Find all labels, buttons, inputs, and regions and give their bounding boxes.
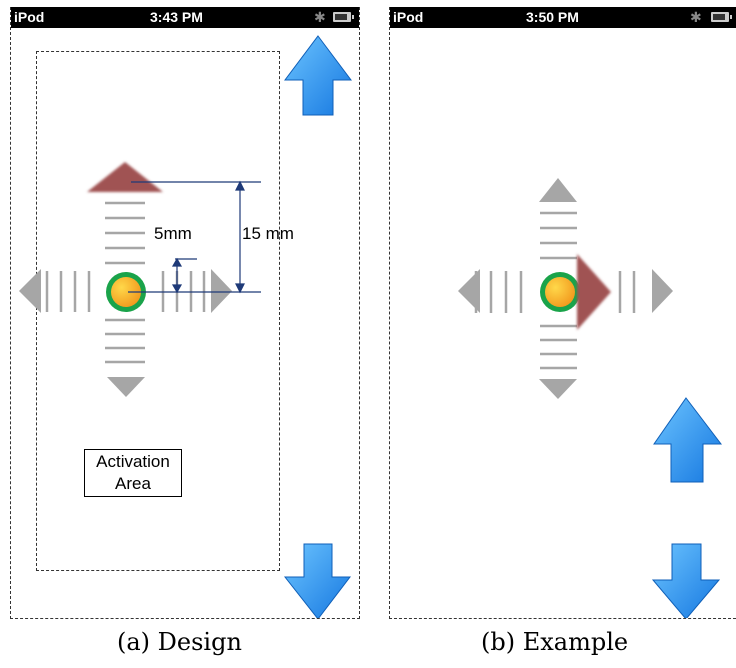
measure-15mm: 15 mm (242, 224, 294, 243)
right-chevron (652, 269, 673, 313)
battery-icon (711, 12, 732, 22)
measure-5mm: 5mm (154, 224, 192, 243)
center-knob (111, 277, 141, 307)
left-chevron (19, 269, 41, 313)
status-time: 3:43 PM (150, 9, 203, 25)
battery-icon (333, 12, 354, 22)
design-graphics (19, 35, 352, 619)
up-chevron (539, 178, 577, 202)
status-time: 3:50 PM (526, 9, 579, 25)
carrier-label: iPod (14, 9, 45, 25)
down-arrow-icon[interactable] (283, 543, 352, 619)
status-bar: iPod 3:50 PM ✱ (390, 7, 736, 28)
down-chevron (539, 379, 577, 399)
right-chevron (211, 269, 232, 313)
down-chevron (107, 377, 145, 397)
center-knob (545, 277, 575, 307)
down-arrow-icon[interactable] (651, 543, 721, 619)
bluetooth-icon: ✱ (314, 9, 326, 25)
example-graphics (458, 178, 723, 619)
directional-pad-icon[interactable] (458, 178, 673, 399)
activation-area-label: Activation Area (84, 449, 182, 497)
measurement-guides (128, 180, 261, 294)
caption-example: (b) Example (481, 628, 629, 656)
status-bar: iPod 3:43 PM ✱ (11, 7, 359, 28)
phone-screen-design: iPod 3:43 PM ✱ (10, 7, 360, 619)
up-direction-highlight (87, 162, 163, 192)
left-chevron (458, 269, 480, 313)
phone-screen-example: iPod 3:50 PM ✱ (389, 7, 736, 619)
activation-area-boundary (36, 51, 280, 571)
bluetooth-icon: ✱ (690, 9, 702, 25)
caption-design: (a) Design (117, 628, 242, 656)
up-arrow-icon[interactable] (653, 397, 723, 483)
carrier-label: iPod (393, 9, 424, 25)
right-direction-highlight (577, 254, 611, 330)
directional-pad-icon[interactable] (19, 162, 232, 397)
up-arrow-icon[interactable] (284, 35, 352, 116)
